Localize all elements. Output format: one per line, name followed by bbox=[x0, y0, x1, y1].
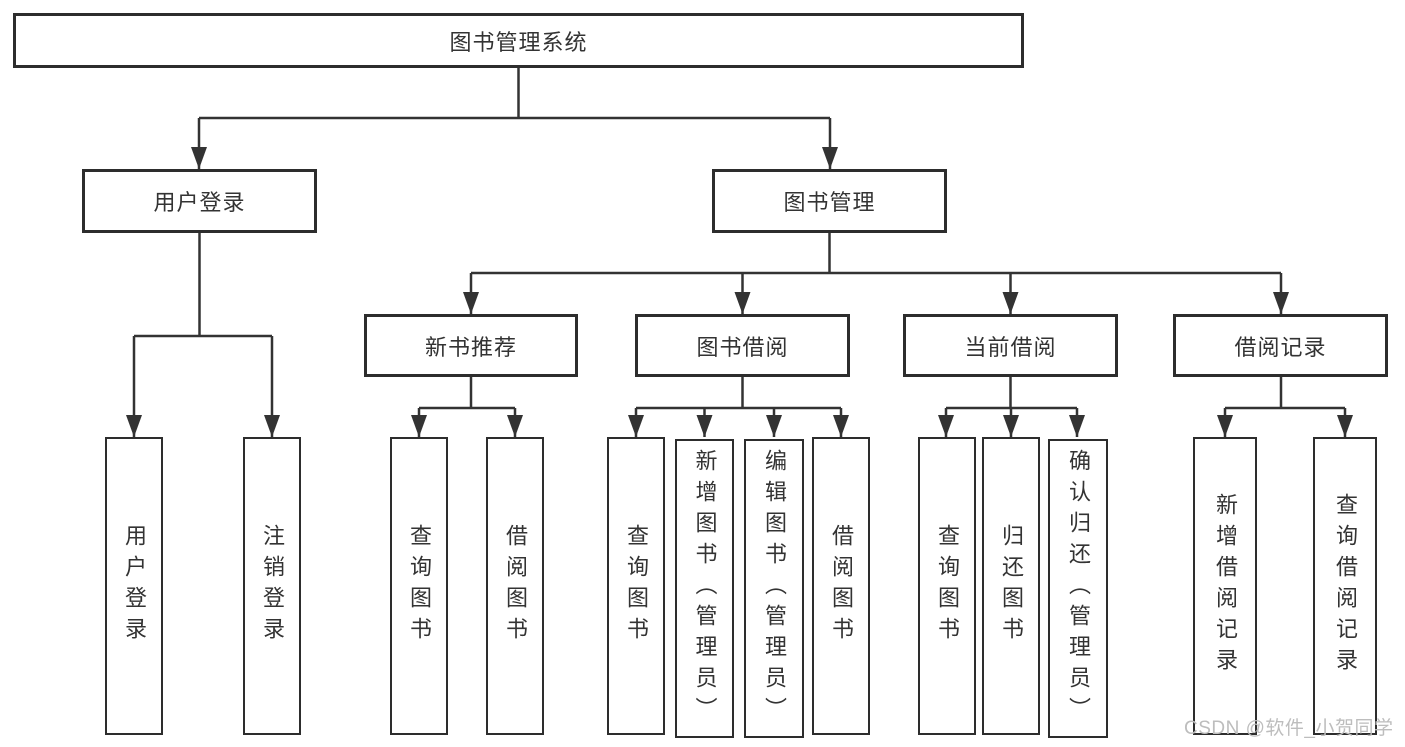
node-current-borrow-label: 当前借阅 bbox=[964, 334, 1057, 360]
leaf-borrow-book-newrec: 借阅图书 bbox=[486, 437, 544, 735]
leaf-logout-login: 注销登录 bbox=[243, 437, 301, 735]
node-user-login: 用户登录 bbox=[82, 169, 317, 233]
node-current-borrow: 当前借阅 bbox=[903, 314, 1118, 377]
node-new-book-recommend-label: 新书推荐 bbox=[424, 334, 517, 360]
leaf-add-book-admin: 新增图书（管理员） bbox=[675, 439, 734, 738]
leaf-edit-book-admin: 编辑图书（管理员） bbox=[744, 439, 804, 738]
leaf-query-book-current-label: 查询图书 bbox=[935, 524, 960, 648]
leaf-query-book-newrec-label: 查询图书 bbox=[407, 524, 432, 648]
node-borrow-record: 借阅记录 bbox=[1173, 314, 1388, 377]
leaf-query-borrow-record: 查询借阅记录 bbox=[1313, 437, 1377, 735]
leaf-query-book-borrow: 查询图书 bbox=[607, 437, 665, 735]
leaf-add-book-admin-label: 新增图书（管理员） bbox=[692, 449, 718, 728]
leaf-query-borrow-record-label: 查询借阅记录 bbox=[1333, 493, 1358, 679]
leaf-query-book-borrow-label: 查询图书 bbox=[624, 524, 649, 648]
node-book-management: 图书管理 bbox=[712, 169, 947, 233]
leaf-add-borrow-record: 新增借阅记录 bbox=[1193, 437, 1257, 735]
node-root-label: 图书管理系统 bbox=[449, 29, 588, 55]
watermark: CSDN @软件_小贺同学 bbox=[1184, 718, 1394, 739]
node-book-borrow-label: 图书借阅 bbox=[696, 334, 789, 360]
leaf-borrow-book-borrow-label: 借阅图书 bbox=[829, 524, 854, 648]
leaf-user-login: 用户登录 bbox=[105, 437, 163, 735]
leaf-logout-login-label: 注销登录 bbox=[260, 524, 285, 648]
node-borrow-record-label: 借阅记录 bbox=[1234, 334, 1327, 360]
leaf-borrow-book-borrow: 借阅图书 bbox=[812, 437, 870, 735]
leaf-edit-book-admin-label: 编辑图书（管理员） bbox=[762, 449, 787, 728]
leaf-confirm-return-admin: 确认归还（管理员） bbox=[1048, 439, 1108, 738]
node-book-borrow: 图书借阅 bbox=[635, 314, 850, 377]
leaf-user-login-label: 用户登录 bbox=[122, 524, 147, 648]
node-user-login-label: 用户登录 bbox=[153, 190, 246, 215]
node-book-management-label: 图书管理 bbox=[783, 190, 876, 215]
leaf-borrow-book-newrec-label: 借阅图书 bbox=[503, 524, 528, 648]
leaf-return-book-label: 归还图书 bbox=[999, 524, 1024, 648]
leaf-return-book: 归还图书 bbox=[982, 437, 1040, 735]
node-root: 图书管理系统 bbox=[13, 13, 1024, 68]
leaf-add-borrow-record-label: 新增借阅记录 bbox=[1213, 493, 1238, 679]
leaf-query-book-newrec: 查询图书 bbox=[390, 437, 448, 735]
node-new-book-recommend: 新书推荐 bbox=[364, 314, 578, 377]
leaf-query-book-current: 查询图书 bbox=[918, 437, 976, 735]
leaf-confirm-return-admin-label: 确认归还（管理员） bbox=[1066, 449, 1091, 728]
